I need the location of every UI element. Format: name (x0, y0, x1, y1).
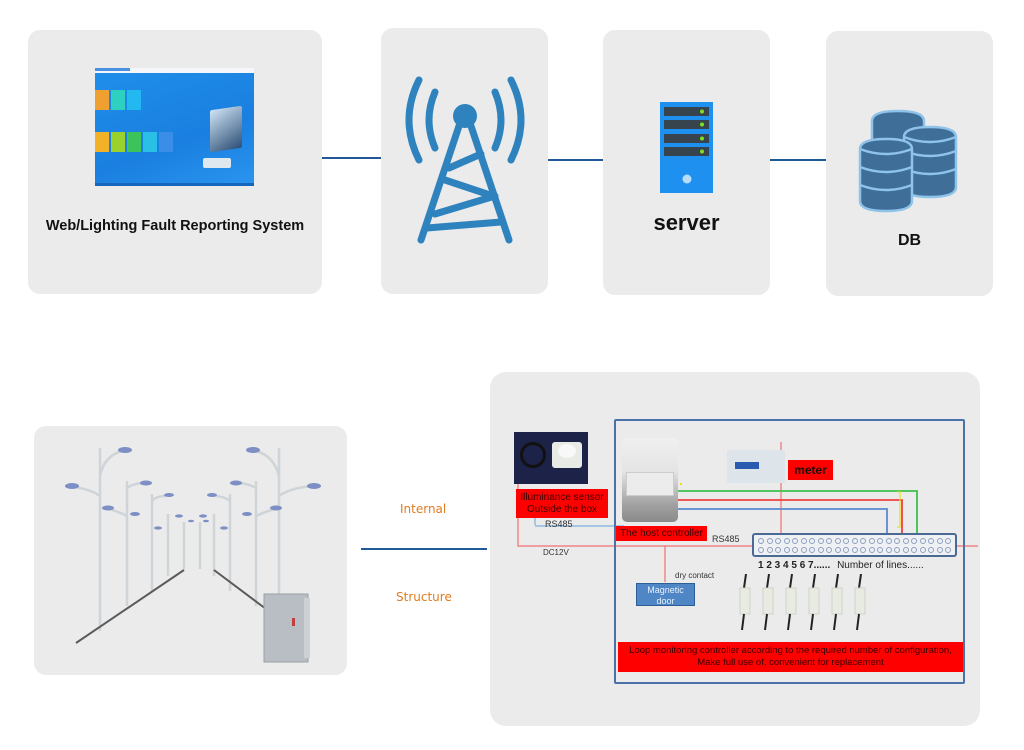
app-tile (111, 90, 125, 110)
connector-line (361, 548, 487, 550)
meter-label: meter (788, 460, 833, 480)
terminal-block (752, 533, 957, 557)
server-label: server (653, 210, 720, 235)
dry-contact-label: dry contact (675, 571, 715, 580)
monitor-graphic (210, 105, 242, 153)
host-controller-device (622, 438, 678, 522)
db-card: DB (826, 31, 993, 296)
web-system-card: Web/Lighting Fault Reporting System (28, 30, 322, 294)
line-numbers: 1 2 3 4 5 6 7...... (758, 560, 831, 571)
magnetic-door-box: Magnetic door (636, 583, 695, 606)
app-tile (95, 90, 109, 110)
connector-line (322, 157, 381, 159)
dc12v-label: DC12V (543, 548, 569, 557)
street-lights-card (34, 426, 347, 675)
line-number-legend: 1 2 3 4 5 6 7...... Number of lines.....… (758, 560, 924, 571)
app-tile (127, 90, 141, 110)
illuminance-sensor-label: Illuminance sensor Outside the box (516, 489, 608, 518)
number-of-lines-label: Number of lines...... (837, 560, 924, 571)
control-box-frame (614, 419, 965, 684)
app-tile (143, 132, 157, 152)
keyboard-graphic (203, 158, 231, 168)
host-controller-label: The host controller (616, 526, 707, 541)
web-system-label: Web/Lighting Fault Reporting System (45, 218, 305, 234)
app-tile (127, 132, 141, 152)
web-system-screenshot (95, 68, 254, 186)
structure-label: Structure (396, 590, 452, 604)
tower-card (381, 28, 548, 294)
illuminance-sensor-photo (514, 432, 588, 484)
rs485-right-label: RS485 (712, 534, 740, 544)
server-icon (660, 102, 713, 193)
cell-tower-icon (405, 76, 525, 244)
app-tile (111, 132, 125, 152)
street-lights-illustration (65, 447, 321, 663)
loop-monitoring-note: Loop monitoring controller according to … (618, 642, 963, 672)
meter-device (727, 450, 785, 483)
connector-line (770, 159, 826, 161)
rs485-left-label: RS485 (545, 519, 573, 529)
internal-label: Internal (400, 502, 447, 516)
app-tile (95, 132, 109, 152)
fuse-modules (739, 574, 866, 631)
server-card: server (603, 30, 770, 295)
app-tile (159, 132, 173, 152)
database-icon (858, 109, 958, 213)
db-label: DB (897, 232, 922, 249)
connector-line (548, 159, 603, 161)
internal-structure-card: Illuminance sensor Outside the box RS485… (490, 372, 980, 726)
